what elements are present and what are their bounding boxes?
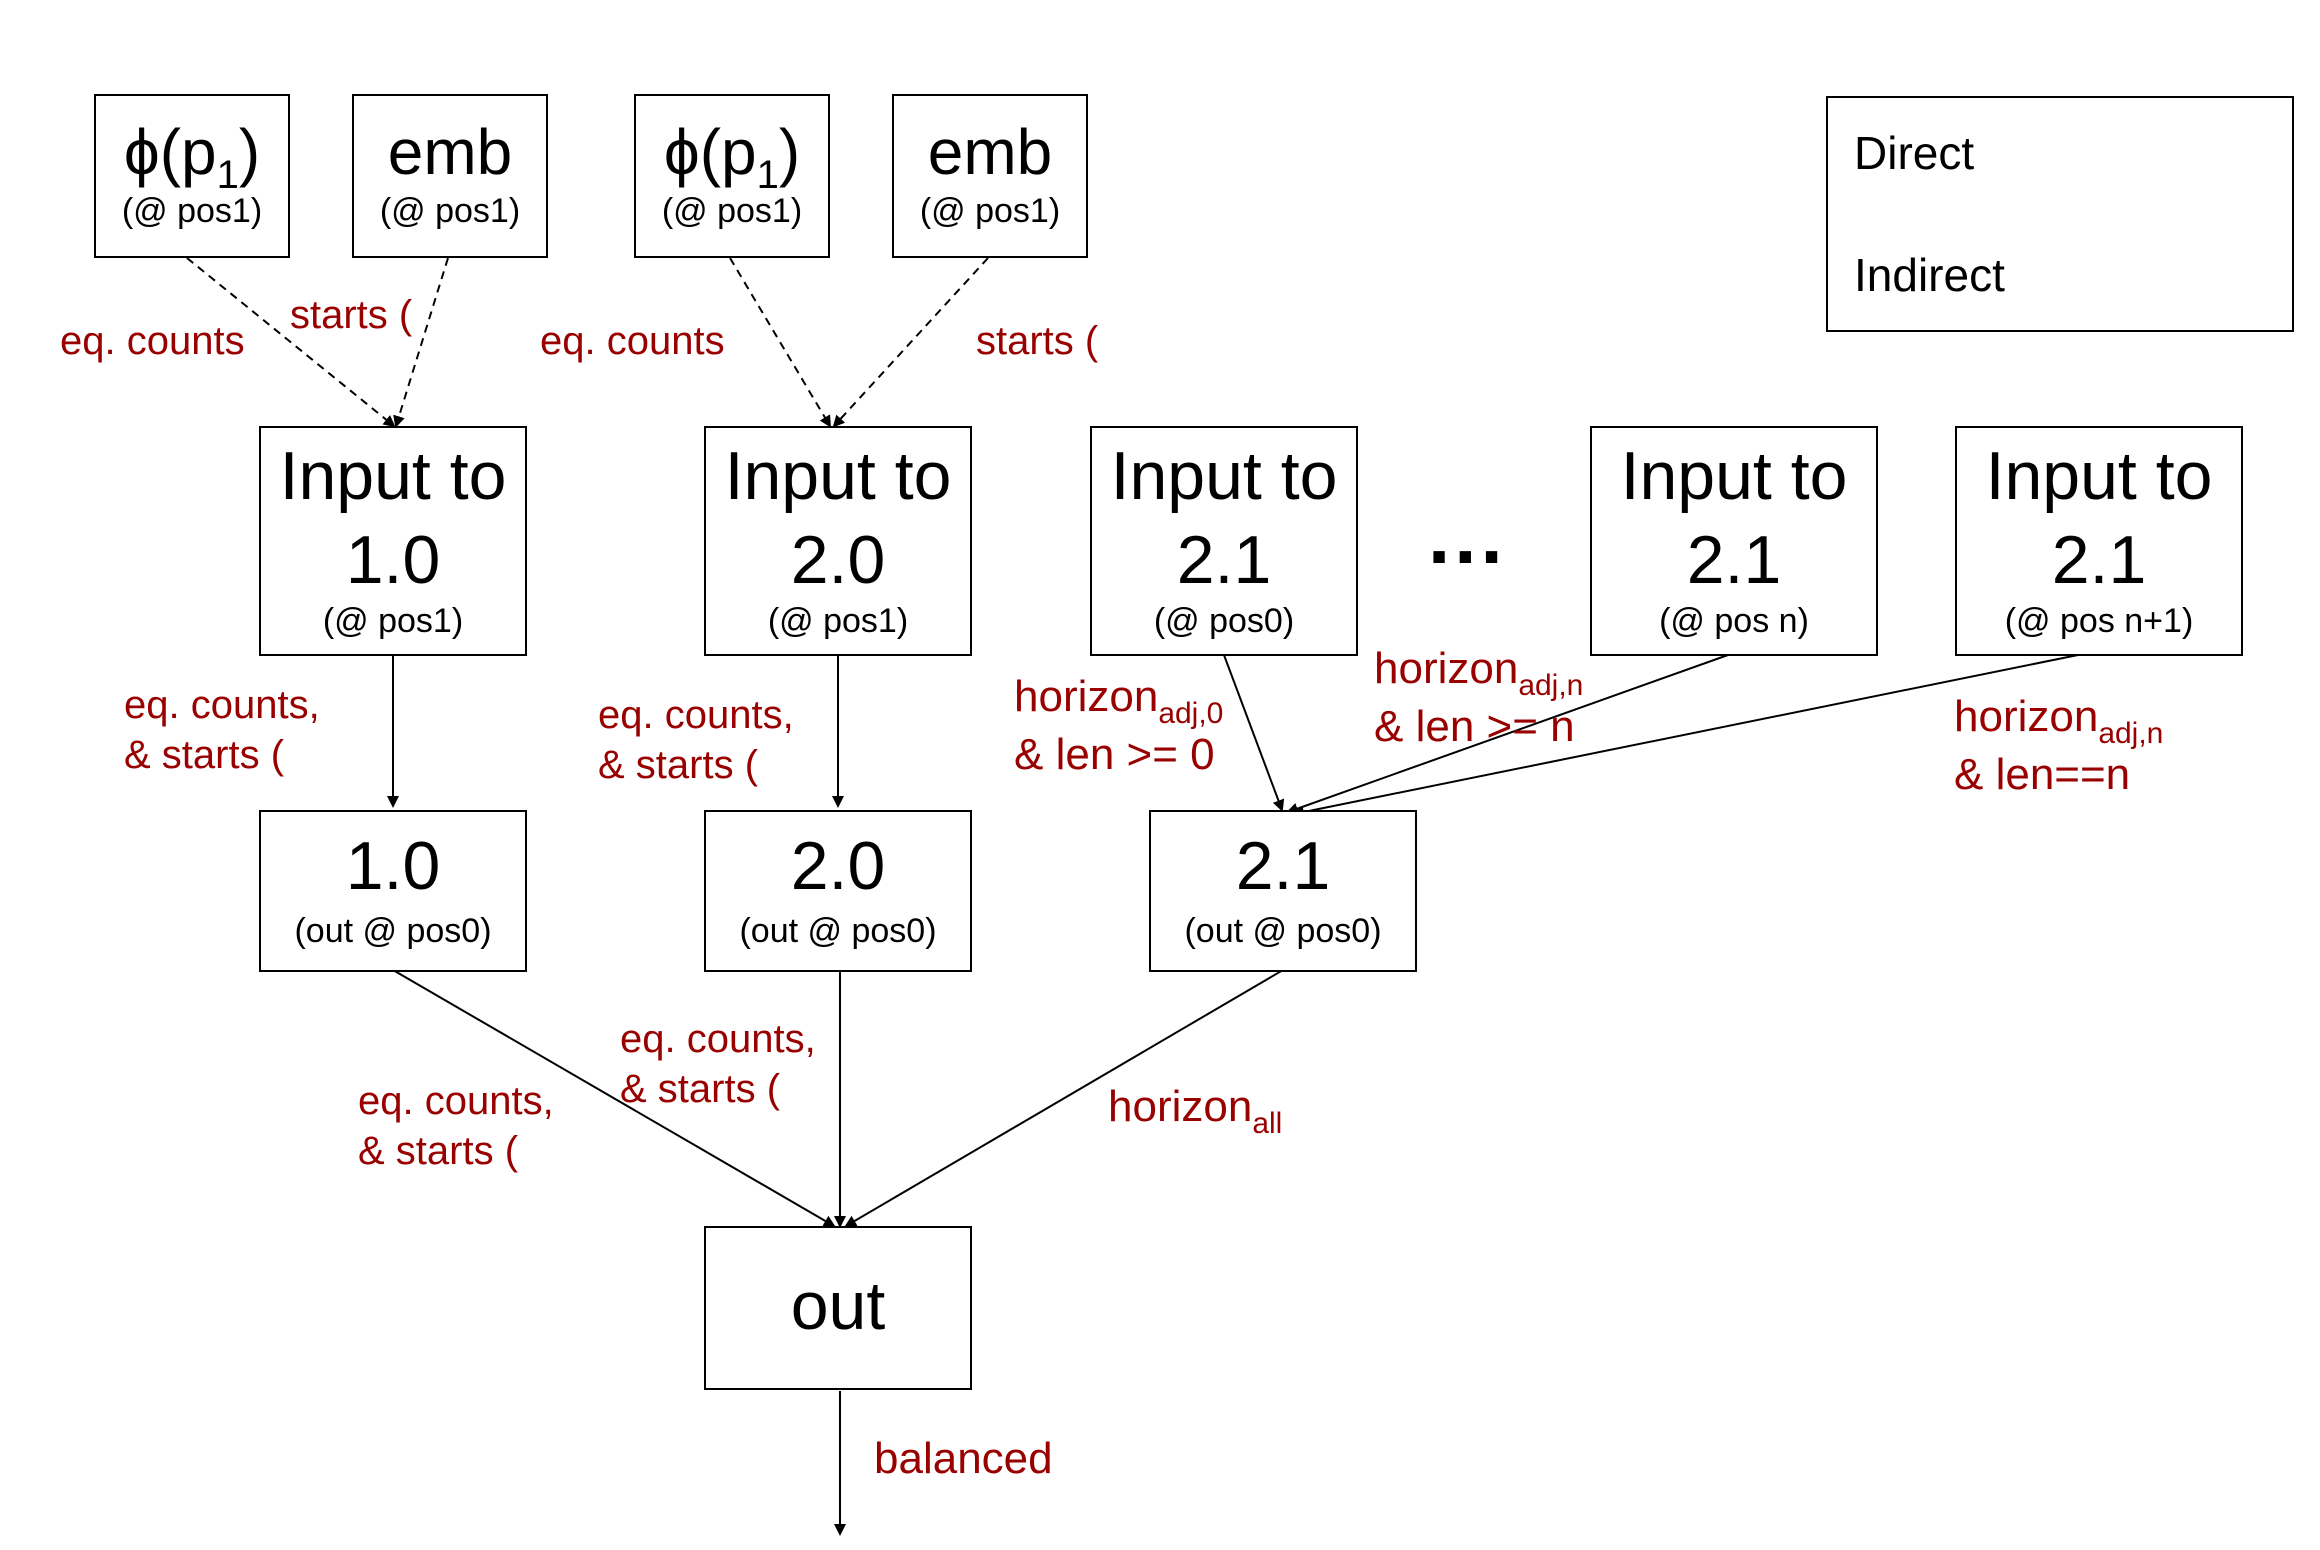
label-horizon-adj0: horizonadj,0& len >= 0 xyxy=(1014,672,1224,779)
edge-phi1-to-in10 xyxy=(186,257,396,428)
node-emb-right: emb (@ pos1) xyxy=(892,94,1088,258)
label-h10-edge: eq. counts,& starts ( xyxy=(358,1079,554,1173)
edge-in21a-to-h21 xyxy=(1223,654,1285,812)
label-eq-counts-1: eq. counts xyxy=(60,319,245,363)
node-head-2-1: 2.1 (out @ pos0) xyxy=(1149,810,1417,972)
edge-emb2-to-in20 xyxy=(832,257,989,428)
edge-in21n-to-h21 xyxy=(1286,654,1729,815)
ellipsis: ... xyxy=(1428,491,1507,580)
label-horizon-all: horizonall xyxy=(1108,1082,1283,1140)
node-phi-p1-left-sub: (@ pos1) xyxy=(121,192,263,230)
edge-in21n1-to-h21 xyxy=(1292,654,2079,818)
node-head-1-0-sub: (out @ pos0) xyxy=(294,912,492,950)
legend-direct-label: Direct xyxy=(1854,127,1975,179)
node-input-2-0-sub: (@ pos1) xyxy=(767,602,909,640)
node-head-1-0-title: 1.0 xyxy=(345,828,441,904)
edge-emb1-to-in10 xyxy=(393,257,449,428)
label-balanced: balanced xyxy=(874,1434,1053,1483)
node-phi-p1-right-sub: (@ pos1) xyxy=(661,192,803,230)
node-input-2-1-posn1: Input to 2.1 (@ pos n+1) xyxy=(1955,426,2243,656)
node-head-1-0: 1.0 (out @ pos0) xyxy=(259,810,527,972)
label-h20-edge: eq. counts,& starts ( xyxy=(620,1017,816,1111)
node-head-2-1-title: 2.1 xyxy=(1235,828,1331,904)
label-eq-counts-2: eq. counts xyxy=(540,319,725,363)
node-input-2-1-pos0-line2: 2.1 xyxy=(1176,522,1272,598)
node-input-1-0: Input to 1.0 (@ pos1) xyxy=(259,426,527,656)
edge-phi2-to-in20 xyxy=(729,257,832,428)
node-out-title: out xyxy=(790,1268,886,1344)
node-input-1-0-line1: Input to xyxy=(279,438,507,514)
label-in10-edge: eq. counts,& starts ( xyxy=(124,683,320,777)
node-head-2-0-sub: (out @ pos0) xyxy=(739,912,937,950)
legend-indirect-label: Indirect xyxy=(1854,249,2005,301)
label-horizon-adjn: horizonadj,n& len >= n xyxy=(1374,644,1584,751)
node-out: out xyxy=(704,1226,972,1390)
node-input-2-1-posn-line1: Input to xyxy=(1620,438,1848,514)
node-head-2-0: 2.0 (out @ pos0) xyxy=(704,810,972,972)
node-head-2-1-sub: (out @ pos0) xyxy=(1184,912,1382,950)
node-input-2-1-pos0: Input to 2.1 (@ pos0) xyxy=(1090,426,1358,656)
node-emb-left-title: emb xyxy=(387,116,513,188)
legend-box: Direct Indirect xyxy=(1826,96,2294,332)
node-phi-p1-right: ϕ(p1) (@ pos1) xyxy=(634,94,830,258)
label-starts-1: starts ( xyxy=(290,293,413,337)
node-input-2-1-posn1-sub: (@ pos n+1) xyxy=(2004,602,2194,640)
node-emb-left: emb (@ pos1) xyxy=(352,94,548,258)
node-input-2-1-posn1-line1: Input to xyxy=(1985,438,2213,514)
node-input-2-0-line2: 2.0 xyxy=(790,522,886,598)
node-input-2-1-posn-sub: (@ pos n) xyxy=(1659,602,1809,640)
node-emb-right-title: emb xyxy=(927,116,1053,188)
node-input-2-1-posn1-line2: 2.1 xyxy=(2051,522,2147,598)
node-phi-p1-left: ϕ(p1) (@ pos1) xyxy=(94,94,290,258)
node-emb-left-sub: (@ pos1) xyxy=(379,192,521,230)
label-horizon-adjn-eq: horizonadj,n& len==n xyxy=(1954,692,2164,799)
node-input-2-0-line1: Input to xyxy=(724,438,952,514)
edge-h21-to-out xyxy=(844,969,1284,1228)
node-input-2-1-posn-line2: 2.1 xyxy=(1686,522,1782,598)
label-in20-edge: eq. counts,& starts ( xyxy=(598,693,794,787)
node-phi-p1-left-title: ϕ(p1) xyxy=(123,116,261,197)
node-input-2-1-pos0-line1: Input to xyxy=(1110,438,1338,514)
node-input-1-0-sub: (@ pos1) xyxy=(322,602,464,640)
node-input-2-0: Input to 2.0 (@ pos1) xyxy=(704,426,972,656)
label-starts-2: starts ( xyxy=(976,319,1099,363)
node-input-2-1-posn: Input to 2.1 (@ pos n) xyxy=(1590,426,1878,656)
node-input-1-0-line2: 1.0 xyxy=(345,522,441,598)
edge-h10-to-out xyxy=(392,969,836,1228)
node-emb-right-sub: (@ pos1) xyxy=(919,192,1061,230)
node-head-2-0-title: 2.0 xyxy=(790,828,886,904)
node-phi-p1-right-title: ϕ(p1) xyxy=(663,116,801,197)
node-input-2-1-pos0-sub: (@ pos0) xyxy=(1153,602,1295,640)
